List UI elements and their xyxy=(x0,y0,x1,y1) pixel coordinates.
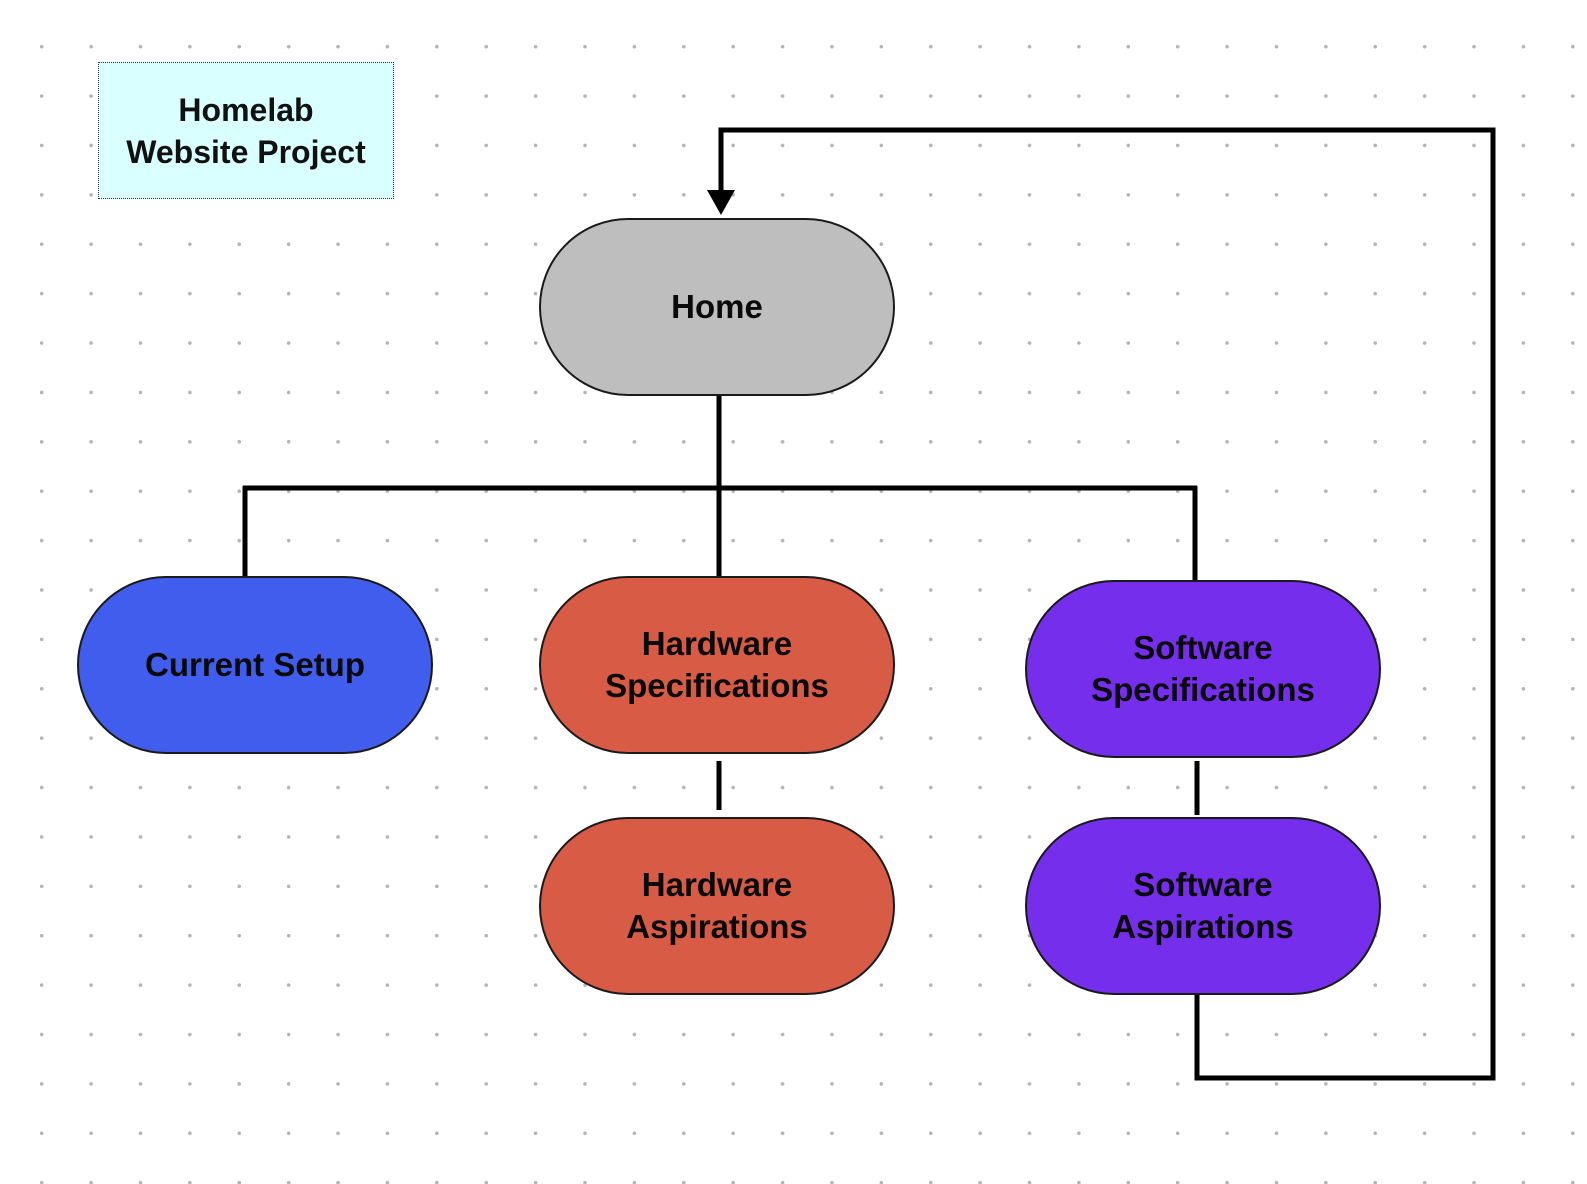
node-current-setup-label: Current Setup xyxy=(144,646,365,683)
edge-software-aspirations-home xyxy=(718,127,1496,1081)
node-hardware-specifications[interactable]: Hardware Specifications xyxy=(539,576,895,754)
node-hardware-aspirations-label: Hardware Aspirations xyxy=(626,866,808,945)
node-hardware-aspirations[interactable]: Hardware Aspirations xyxy=(539,817,895,995)
node-current-setup[interactable]: Current Setup xyxy=(77,576,433,754)
project-title-text: Homelab Website Project xyxy=(126,91,366,170)
node-home[interactable]: Home xyxy=(539,218,895,396)
node-software-specifications[interactable]: Software Specifications xyxy=(1025,580,1381,758)
node-hardware-specifications-label: Hardware Specifications xyxy=(605,625,829,704)
project-title-note[interactable]: Homelab Website Project xyxy=(98,62,394,199)
arrowhead-home-icon xyxy=(707,190,735,215)
node-software-specifications-label: Software Specifications xyxy=(1091,629,1315,708)
node-home-label: Home xyxy=(671,288,763,325)
node-software-aspirations[interactable]: Software Aspirations xyxy=(1025,817,1381,995)
node-software-aspirations-label: Software Aspirations xyxy=(1112,866,1294,945)
